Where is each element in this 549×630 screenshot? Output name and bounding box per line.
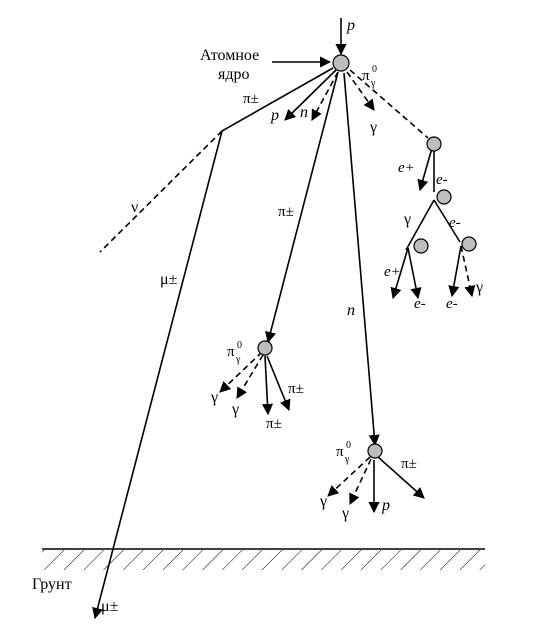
- cascade-node-4: [461, 236, 477, 252]
- pi0-left-superscript: 0: [237, 340, 242, 351]
- cascade-left-branch: [405, 199, 435, 251]
- label-gamma-l2: γ: [231, 401, 239, 418]
- label-mu-pm: μ±: [160, 271, 178, 288]
- gamma-b2-track: [349, 458, 372, 506]
- label-pi-pm-l2: π±: [266, 416, 282, 432]
- label-e-minus-4: e-: [446, 296, 458, 312]
- pion-interaction-node: [257, 340, 273, 356]
- pi0-left-subscript: γ: [235, 354, 241, 365]
- cascade-right-branch: [433, 199, 461, 243]
- label-nucleus-line1: Атомное: [200, 47, 259, 64]
- label-e-plus: e+: [398, 160, 415, 176]
- label-e-minus-3: e-: [414, 296, 426, 312]
- label-gamma-b2: γ: [341, 505, 349, 522]
- proton-out-track: [284, 69, 337, 121]
- label-ground: Грунт: [32, 576, 72, 593]
- neutrino-track: [99, 130, 223, 253]
- label-gamma-c2: γ: [475, 279, 483, 296]
- label-gamma-c1: γ: [403, 211, 411, 228]
- pi-pm-track-mid: [265, 71, 339, 344]
- muon-track: [92, 130, 223, 620]
- label-gamma-top: γ: [369, 119, 377, 136]
- neutron-long-track: [343, 72, 380, 447]
- label-e-minus-2: e-: [449, 215, 461, 231]
- gamma-l2-track: [236, 354, 264, 399]
- label-p-out: p: [270, 107, 279, 124]
- label-n-out: n: [300, 104, 308, 121]
- neutron-out-track: [311, 71, 339, 121]
- neutron-interaction-node: [367, 443, 383, 459]
- pi0-to-cascade-track: [349, 69, 429, 139]
- label-pi0-top: π: [362, 68, 370, 84]
- label-e-minus-1: e-: [436, 172, 448, 188]
- label-gamma-b1: γ: [319, 493, 327, 510]
- pi0-top-subscript: γ: [370, 78, 376, 89]
- pi0-bottom-superscript: 0: [346, 440, 351, 451]
- pi-pm-track-left: [221, 67, 334, 132]
- eminus-4-track: [448, 245, 462, 298]
- cascade-node-3: [413, 238, 429, 254]
- label-pi-pm-mid: π±: [278, 204, 294, 220]
- main-nucleus-node: [332, 54, 350, 72]
- label-pi0-bottom: π: [336, 444, 344, 460]
- label-n-long: n: [347, 302, 355, 319]
- pi-pm-b-track: [377, 456, 425, 499]
- cascade-node-1: [426, 136, 442, 152]
- eplus-track: [417, 147, 433, 192]
- label-gamma-l1: γ: [210, 389, 218, 406]
- label-pi-pm-l1: π±: [288, 381, 304, 397]
- pi0-bottom-subscript: γ: [344, 454, 350, 465]
- ground-hatching: [42, 550, 485, 570]
- label-pi-pm-main: π±: [243, 91, 259, 107]
- cascade-node-2: [436, 189, 452, 205]
- pi0-top-superscript: 0: [372, 64, 377, 75]
- gamma-c2-track: [460, 245, 476, 298]
- label-p-b: p: [381, 497, 390, 514]
- pi-pm-l2-track: [266, 355, 291, 412]
- gamma-top-track: [346, 71, 375, 111]
- label-nucleus-line2: ядро: [218, 66, 250, 83]
- eplus-2-track: [390, 247, 409, 300]
- label-p-in: p: [346, 17, 355, 34]
- label-pi-pm-b: π±: [401, 456, 417, 472]
- label-e-plus-2: e+: [384, 264, 401, 280]
- eminus-3-track: [407, 247, 422, 300]
- pi-pm-l1-track: [261, 355, 274, 416]
- label-pi0-left: π: [227, 344, 235, 360]
- label-mu-pm-bottom: μ±: [101, 598, 119, 615]
- label-nu: ν: [131, 199, 138, 216]
